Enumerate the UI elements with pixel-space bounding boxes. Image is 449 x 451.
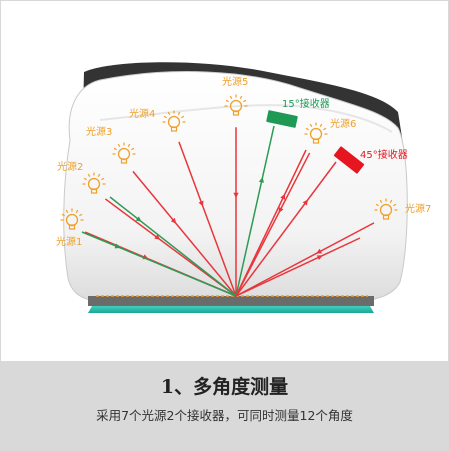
light-ray bbox=[235, 237, 361, 297]
light-ray bbox=[109, 196, 237, 297]
sample-surface bbox=[88, 306, 374, 313]
light-ray bbox=[235, 125, 275, 297]
light-ray bbox=[132, 170, 237, 297]
ray-arrowhead bbox=[316, 255, 323, 261]
device-base bbox=[88, 296, 374, 306]
light-source-label-3: 光源3 bbox=[86, 125, 112, 138]
receiver-45-body bbox=[333, 146, 365, 174]
ray-arrowhead bbox=[170, 217, 177, 224]
ray-arrowhead bbox=[114, 243, 121, 249]
ray-arrowhead bbox=[154, 234, 161, 240]
bulb-icon bbox=[374, 198, 398, 220]
caption-title: 1、多角度测量 bbox=[160, 376, 289, 398]
light-ray bbox=[178, 141, 237, 297]
receiver-45-label: 45°接收器 bbox=[360, 148, 408, 161]
device-inner-highlight bbox=[99, 104, 393, 133]
light-ray bbox=[235, 149, 307, 297]
bulb-icon bbox=[224, 94, 248, 116]
light-sources bbox=[60, 94, 398, 230]
ray-arrowhead bbox=[278, 207, 284, 214]
caption-band bbox=[1, 361, 448, 450]
light-ray bbox=[235, 152, 311, 297]
light-source-label-5: 光源5 bbox=[222, 75, 248, 88]
light-source-label-1: 光源1 bbox=[56, 235, 82, 248]
bulb-icon bbox=[304, 122, 328, 144]
bulb-icon bbox=[82, 172, 106, 194]
light-source-label-2: 光源2 bbox=[57, 160, 83, 173]
ray-arrowhead bbox=[258, 177, 264, 183]
receiver-15: 15°接收器 bbox=[266, 97, 330, 128]
ray-arrowhead bbox=[280, 193, 286, 200]
light-ray bbox=[81, 231, 237, 297]
receiver-15-body bbox=[266, 110, 298, 128]
light-ray bbox=[235, 222, 375, 297]
ray-arrowhead bbox=[233, 192, 239, 199]
light-ray bbox=[235, 161, 337, 297]
light-source-label-6: 光源6 bbox=[330, 117, 356, 130]
bulb-icon bbox=[60, 208, 84, 230]
ray-arrowhead bbox=[198, 200, 204, 207]
caption-subtitle: 采用7个光源2个接收器，可同时测量12个角度 bbox=[96, 408, 353, 423]
receiver-15-label: 15°接收器 bbox=[282, 97, 330, 110]
light-source-label-4: 光源4 bbox=[129, 107, 155, 120]
ray-arrowhead bbox=[316, 248, 323, 254]
ray-arrowhead bbox=[302, 199, 308, 206]
ray-arrowhead bbox=[135, 216, 142, 222]
bulb-icon bbox=[162, 110, 186, 132]
rays-group bbox=[81, 125, 375, 297]
bulb-icon bbox=[112, 142, 136, 164]
receiver-45: 45°接收器 bbox=[333, 146, 408, 174]
light-source-label-7: 光源7 bbox=[405, 202, 431, 215]
